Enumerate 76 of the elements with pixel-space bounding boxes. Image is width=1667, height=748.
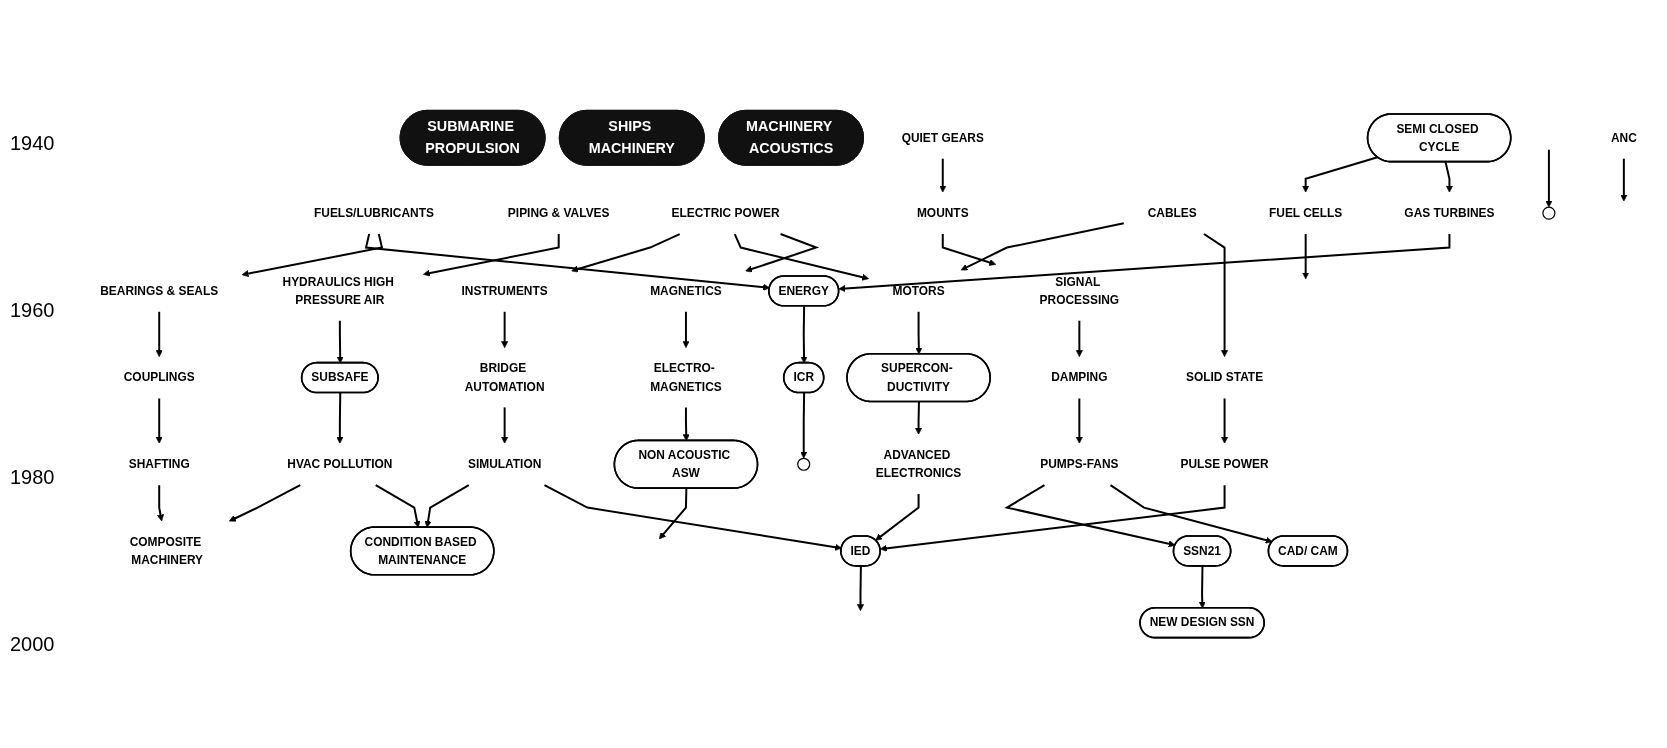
arrow: [745, 233, 820, 273]
arrow: [1302, 156, 1379, 193]
arrow: [880, 484, 1226, 552]
year-label: 2000: [10, 633, 56, 656]
node-text: MAGNETICS: [650, 283, 722, 298]
arrow: [571, 233, 681, 273]
arrow: [501, 406, 509, 444]
arrow: [800, 391, 808, 459]
arrow: [423, 233, 560, 277]
node-text: MOTORS: [892, 283, 945, 298]
arrow: [1004, 484, 1176, 548]
node-text: COUPLINGS: [123, 370, 195, 384]
node-text: SIMULATION: [467, 456, 542, 471]
arrow: [157, 484, 164, 522]
node-text: ANC: [1610, 130, 1637, 144]
node-text: GAS TURBINES: [1404, 205, 1495, 220]
arrow: [658, 487, 688, 540]
arrow: [857, 565, 864, 612]
arrow: [1545, 148, 1553, 208]
arrow: [915, 400, 923, 435]
arrow: [1202, 233, 1229, 357]
arrow: [1221, 397, 1229, 444]
node-text: SHAFTING: [128, 456, 190, 471]
node-text: INSTRUMENTS: [461, 283, 548, 298]
arrow: [1075, 397, 1083, 444]
arrow: [1620, 157, 1628, 202]
node-text: BEARINGS & SEALS: [100, 283, 219, 298]
arrow: [960, 222, 1125, 271]
arrow: [229, 484, 302, 522]
arrow: [155, 310, 163, 357]
arrow: [1075, 319, 1083, 357]
arrow: [543, 484, 842, 551]
node-text: MOUNTS: [916, 205, 969, 220]
arrow: [336, 319, 344, 364]
year-label: 1960: [10, 299, 56, 322]
arrow: [336, 391, 344, 444]
arrow: [875, 493, 920, 541]
arrow: [374, 484, 421, 528]
node-circle: [1542, 206, 1556, 220]
year-label: 1940: [10, 132, 56, 155]
node-text: SOLID STATE: [1186, 370, 1264, 384]
node-text: CABLES: [1147, 205, 1197, 220]
node-text: COMPOSITE MACHINERY: [129, 534, 204, 567]
node-text: PIPING & VALVES: [507, 205, 610, 220]
arrow: [915, 310, 923, 355]
arrow: [155, 397, 163, 444]
arrow: [682, 406, 690, 442]
node-text: ELECTRO- MAGNETICS: [650, 361, 722, 393]
arrow: [1444, 161, 1453, 193]
arrow: [733, 233, 869, 281]
arrow: [682, 310, 690, 349]
node-text: QUIET GEARS: [901, 130, 984, 144]
node-text: PULSE POWER: [1180, 456, 1269, 471]
node-text: PUMPS-FANS: [1040, 456, 1119, 471]
year-label: 1980: [10, 466, 56, 489]
arrow: [939, 157, 947, 193]
arrow: [800, 305, 808, 364]
arrow: [1302, 233, 1310, 280]
node-text: FUELS/LUBRICANTS: [314, 205, 434, 220]
arrow: [941, 233, 997, 266]
node-text: FUEL CELLS: [1268, 205, 1343, 220]
node-text: BRIDGE AUTOMATION: [464, 361, 545, 393]
arrow: [241, 233, 384, 277]
node-text: ADVANCED ELECTRONICS: [875, 447, 962, 480]
node-text: HVAC POLLUTION: [287, 456, 393, 471]
arrow: [1109, 484, 1273, 544]
arrow: [838, 233, 1451, 293]
node-text: ELECTRIC POWER: [671, 205, 780, 220]
arrow: [1198, 565, 1206, 609]
arrow: [501, 310, 509, 349]
node-circle: [797, 457, 811, 471]
arrow: [424, 484, 470, 528]
arrow: [364, 233, 770, 291]
node-text: SIGNAL PROCESSING: [1039, 274, 1120, 307]
node-text: DAMPING: [1051, 370, 1108, 384]
node-text: HYDRAULICS HIGH PRESSURE AIR: [282, 274, 394, 307]
